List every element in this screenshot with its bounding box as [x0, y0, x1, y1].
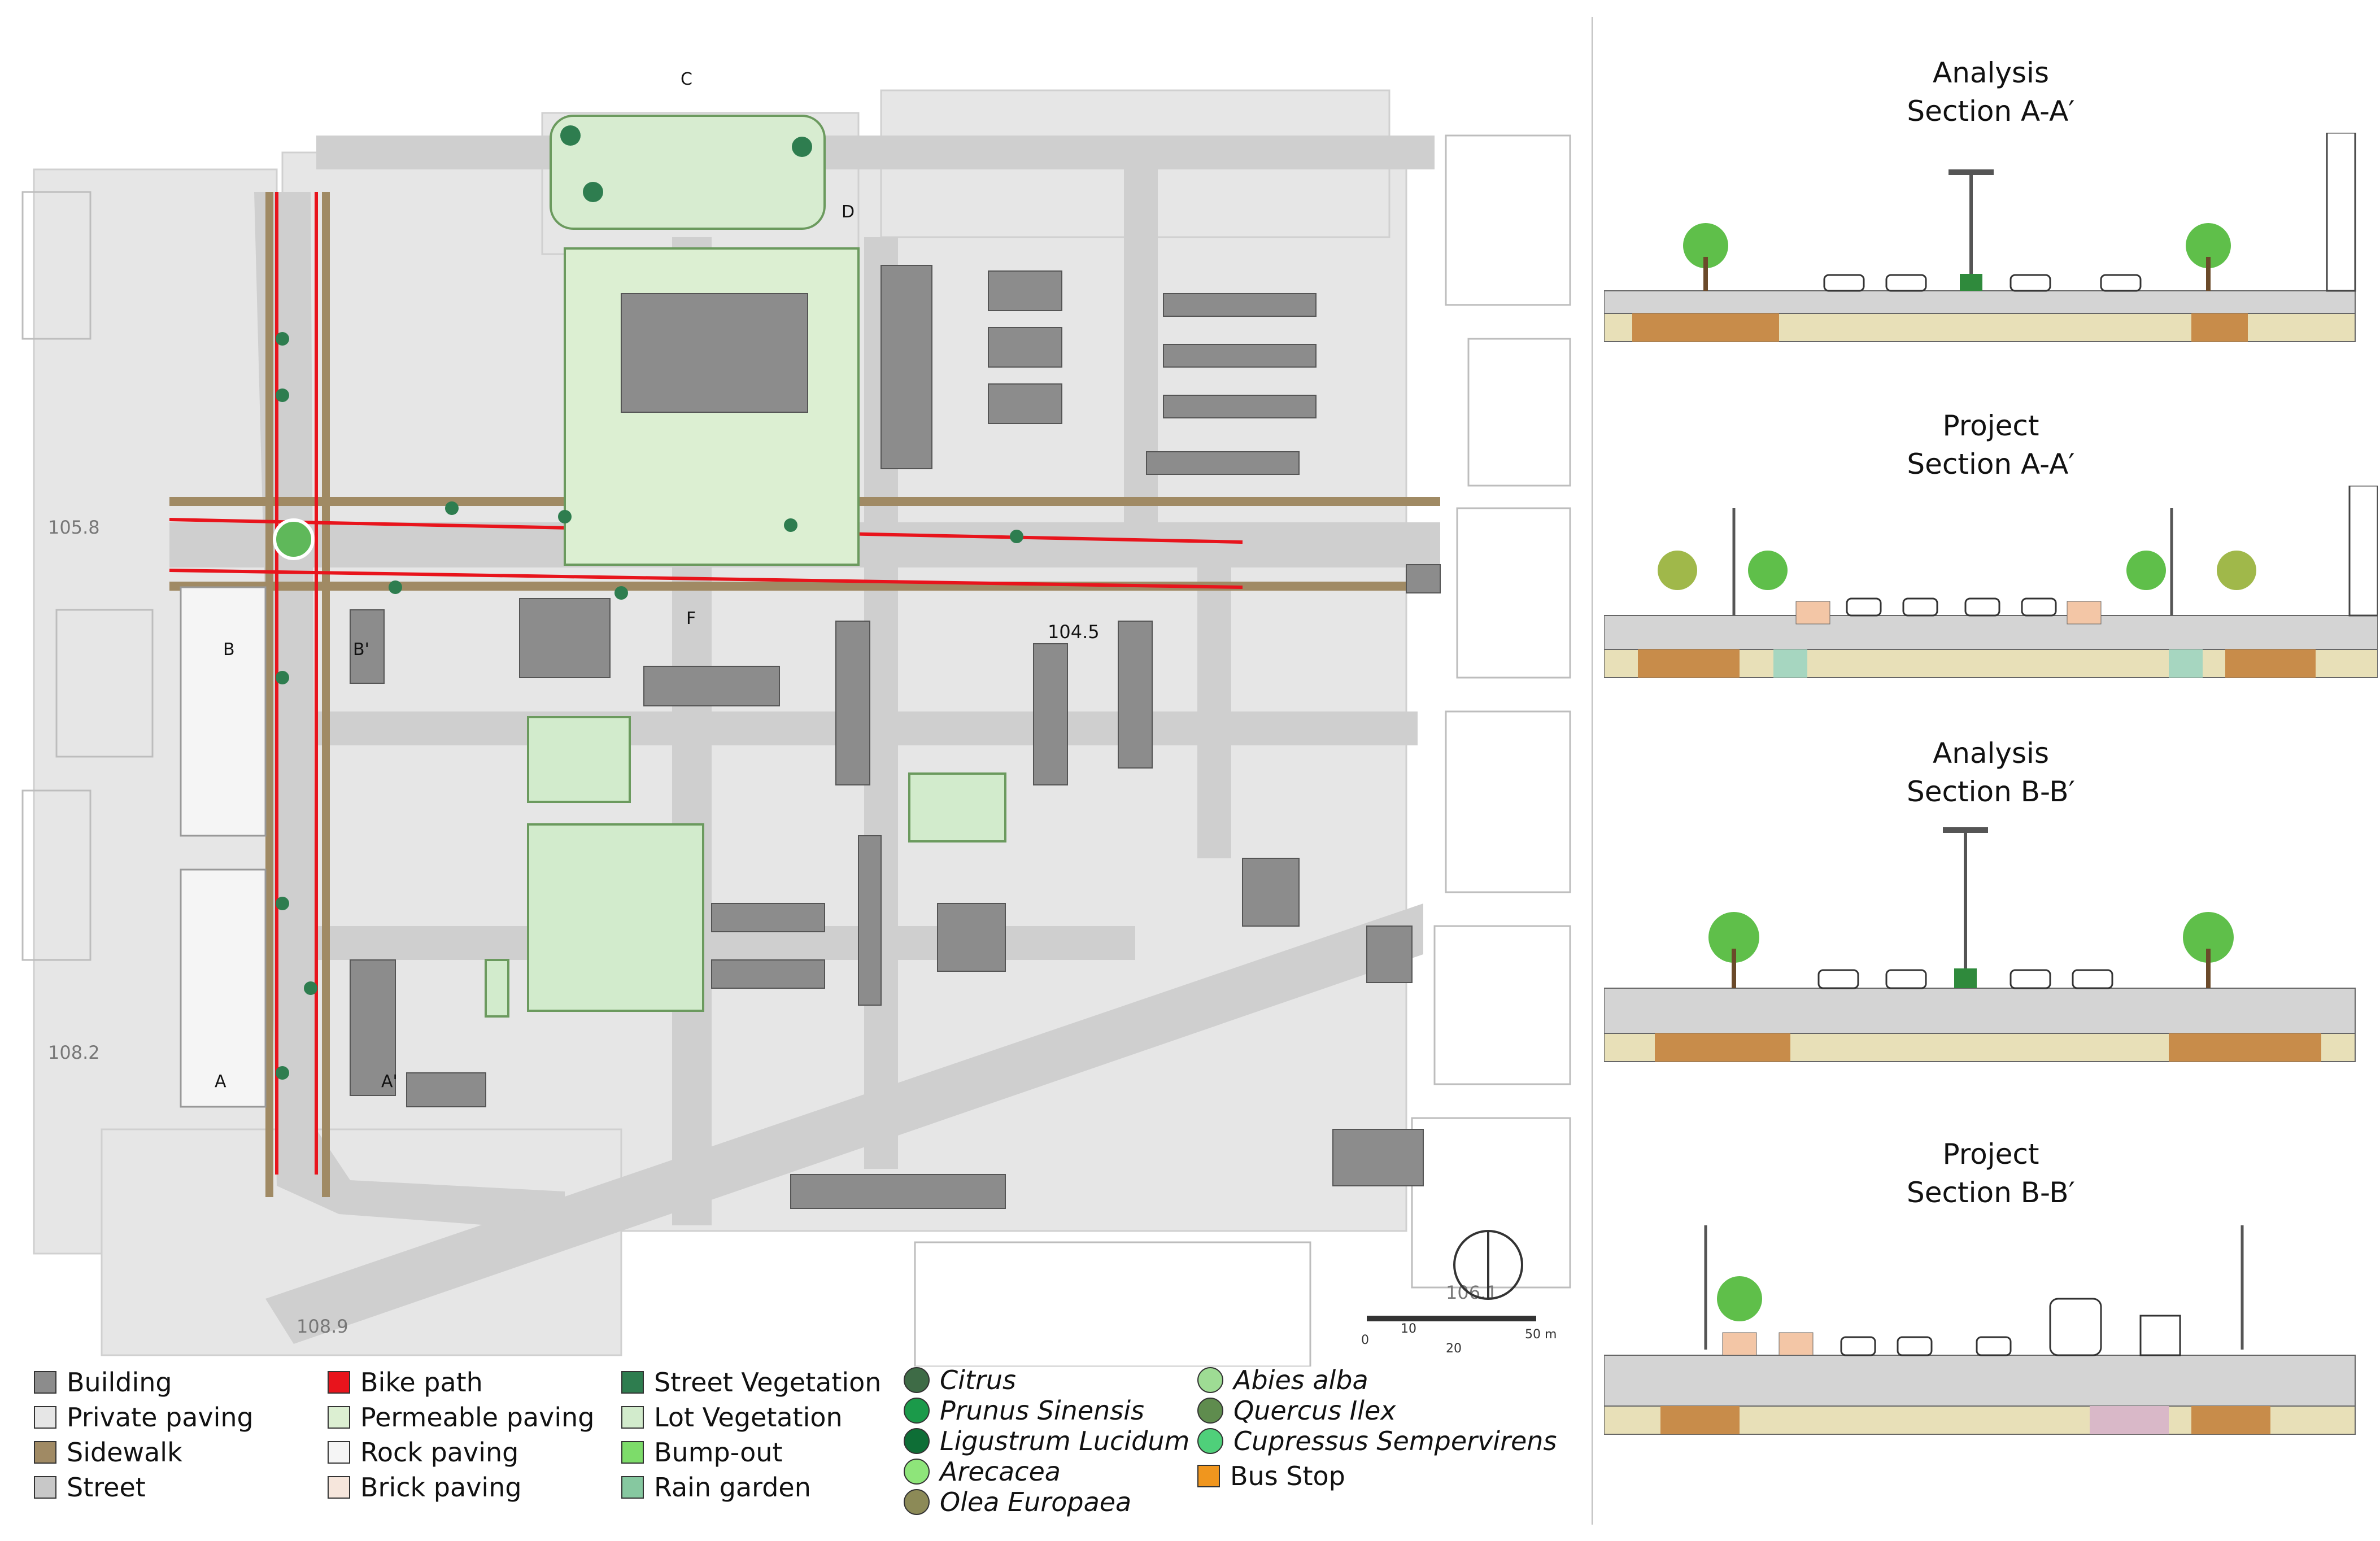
legend: Building Private paving Sidewalk Street … — [34, 1364, 1559, 1536]
legend-item-street-vegetation: Street Vegetation — [621, 1367, 881, 1398]
legend-item-prunus-sinensis: Prunus Sinensis — [904, 1395, 1144, 1426]
legend-item-sidewalk: Sidewalk — [34, 1437, 182, 1468]
legend-item-rock-paving: Rock paving — [328, 1437, 518, 1468]
legend-item-brick-paving: Brick paving — [328, 1472, 522, 1503]
legend-item-ligustrum-lucidum: Ligustrum Lucidum — [904, 1425, 1189, 1457]
streets — [169, 136, 1440, 1344]
section-marker: A — [215, 1072, 226, 1092]
section-drawing — [1604, 133, 2356, 342]
section-marker: F — [686, 609, 696, 628]
site-plan: 105.8 108.2 104.5 106.1 108.9 A A' B B' … — [21, 69, 1571, 1367]
section-markers: A A' B B' C D F — [215, 69, 855, 1092]
section-drawing — [1604, 827, 2356, 1062]
legend-item-building: Building — [34, 1367, 172, 1398]
legend-item-olea-europaea: Olea Europaea — [904, 1486, 1131, 1518]
section-marker: B — [223, 640, 235, 660]
section-drawing — [1604, 1225, 2356, 1435]
legend-item-rain-garden: Rain garden — [621, 1472, 811, 1503]
scale-tick: 20 — [1446, 1342, 1462, 1356]
legend-item-bus-stop: Bus Stop — [1197, 1460, 1345, 1492]
section-marker: C — [681, 69, 692, 89]
section-marker: D — [842, 202, 855, 222]
elevation-label: 108.9 — [297, 1316, 348, 1337]
section-marker: A' — [381, 1072, 398, 1092]
legend-item-cupressus-sempervirens: Cupressus Sempervirens — [1197, 1425, 1557, 1457]
legend-item-lot-vegetation: Lot Vegetation — [621, 1402, 843, 1433]
section-marker: B' — [353, 640, 369, 660]
legend-item-street: Street — [34, 1472, 146, 1503]
elevation-label: 106.1 — [1446, 1282, 1498, 1303]
roundabout — [273, 518, 315, 560]
elevation-label: 108.2 — [48, 1042, 100, 1063]
legend-item-permeable-paving: Permeable paving — [328, 1402, 594, 1433]
legend-item-citrus: Citrus — [904, 1364, 1016, 1396]
street-trees — [276, 125, 1023, 1080]
scale-tick: 0 — [1361, 1333, 1369, 1347]
elevation-label: 104.5 — [1048, 621, 1100, 643]
section-drawing — [1604, 486, 2378, 678]
elevation-label: 105.8 — [48, 517, 100, 538]
legend-item-bump-out: Bump-out — [621, 1437, 783, 1468]
legend-item-private-paving: Private paving — [34, 1402, 254, 1433]
context-outlines — [21, 134, 1571, 1367]
legend-item-abies-alba: Abies alba — [1197, 1364, 1368, 1396]
scale-tick: 10 — [1401, 1322, 1416, 1336]
hatched-areas — [180, 586, 267, 1108]
scale-bar: 0 10 20 50 m — [1361, 1316, 1557, 1356]
buildings — [350, 265, 1441, 1209]
scale-tick: 50 m — [1525, 1328, 1557, 1342]
legend-item-quercus-ilex: Quercus Ilex — [1197, 1395, 1396, 1426]
legend-item-arecacea: Arecacea — [904, 1456, 1061, 1487]
legend-item-bike-path: Bike path — [328, 1367, 483, 1398]
panel-divider — [1592, 17, 1593, 1525]
